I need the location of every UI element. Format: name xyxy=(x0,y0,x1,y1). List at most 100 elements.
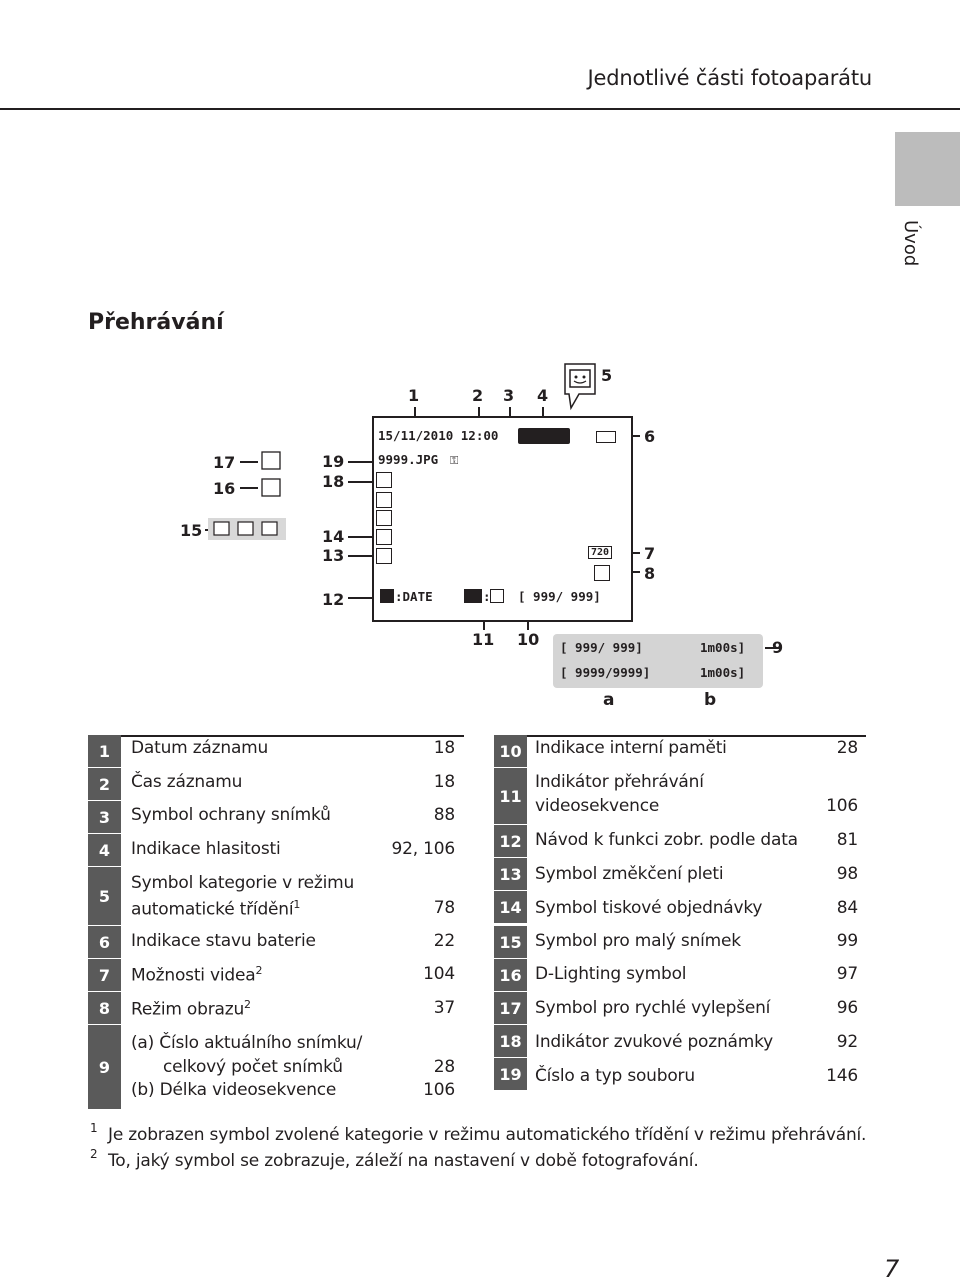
label-a: a xyxy=(603,690,615,710)
legend-page: 106 xyxy=(423,1080,455,1100)
legend-num-1: 1 xyxy=(88,735,121,767)
battery-icon xyxy=(596,431,616,443)
page-header-title: Jednotlivé části fotoaparátu xyxy=(587,66,873,90)
legend-num-2: 2 xyxy=(88,768,121,800)
callout-13: 13 xyxy=(322,546,345,565)
legend-num-6: 6 xyxy=(88,926,121,958)
legend-item-5-line1: Symbol kategorie v režimu xyxy=(131,873,355,893)
legend-text: Symbol změkčení pleti xyxy=(535,864,724,884)
legend-item-9-line1: (a) Číslo aktuálního snímku/ xyxy=(131,1033,363,1053)
legend-num-5: 5 xyxy=(88,867,121,925)
callout-1: 1 xyxy=(408,386,420,405)
legend-page: 106 xyxy=(826,796,858,816)
chapter-tab-label: Úvod xyxy=(897,218,923,278)
footnote-1: Je zobrazen symbol zvolené kategorie v r… xyxy=(108,1125,867,1145)
callout-11: 11 xyxy=(472,630,495,649)
legend-num-10: 10 xyxy=(494,735,527,767)
screen-counter: [ 999/ 999] xyxy=(518,589,601,604)
legend-num-15: 15 xyxy=(494,926,527,958)
callout-3: 3 xyxy=(503,386,515,405)
legend-page: 97 xyxy=(836,964,858,984)
ok-icon xyxy=(464,589,482,603)
screen-ok-mode: : xyxy=(483,589,491,604)
callout-14: 14 xyxy=(322,527,345,546)
legend-text: (b) Délka videosekvence xyxy=(131,1080,337,1100)
legend-num-14: 14 xyxy=(494,891,527,923)
box-a-line1: [ 999/ 999] xyxy=(560,640,643,655)
box-b-line2: 1m00s] xyxy=(700,665,746,680)
legend-page: 99 xyxy=(836,931,858,951)
callout-19: 19 xyxy=(322,452,345,471)
legend-text: Symbol pro malý snímek xyxy=(535,931,741,951)
legend-page: 96 xyxy=(836,998,858,1018)
key-protect-icon: ⚿ xyxy=(450,454,459,467)
legend-page: 92, 106 xyxy=(391,839,456,859)
legend-page: 81 xyxy=(836,830,858,850)
callout-12: 12 xyxy=(322,590,345,609)
legend-page: 28 xyxy=(836,738,858,758)
legend-item-11-line1: Indikátor přehrávání xyxy=(535,772,704,792)
chapter-tab-text: Úvod xyxy=(900,220,921,267)
legend-text: Datum záznamu xyxy=(131,738,269,758)
footnote-ref: 2 xyxy=(244,998,251,1011)
legend-num-8: 8 xyxy=(88,992,121,1024)
screen-date-mode: :DATE xyxy=(395,589,433,604)
legend-page: 78 xyxy=(433,898,455,918)
legend-text: D-Lighting symbol xyxy=(535,964,687,984)
callout-18: 18 xyxy=(322,472,345,491)
legend-num-3: 3 xyxy=(88,801,121,833)
legend-num-7: 7 xyxy=(88,959,121,991)
footnote-mark-1: 1 xyxy=(90,1121,98,1135)
callout-4: 4 xyxy=(537,386,549,405)
callout-17: 17 xyxy=(213,453,236,472)
legend-text: Číslo a typ souboru xyxy=(535,1066,695,1086)
legend-item-2: Čas záznamu 18 xyxy=(131,772,455,792)
callout-16: 16 xyxy=(213,479,236,498)
chapter-tab xyxy=(895,132,960,206)
legend-item-10: Indikace interní paměti 28 xyxy=(535,738,858,758)
footnote-2: To, jaký symbol se zobrazuje, záleží na … xyxy=(108,1151,699,1171)
label-b: b xyxy=(704,690,717,710)
legend-text: Čas záznamu xyxy=(131,772,243,792)
screen-filename: 9999.JPG xyxy=(378,452,439,467)
legend-text: Symbol pro rychlé vylepšení xyxy=(535,998,771,1018)
d-lighting-icon xyxy=(376,492,392,508)
callout-6: 6 xyxy=(644,427,656,446)
legend-num-13: 13 xyxy=(494,858,527,890)
legend-page: 18 xyxy=(433,772,455,792)
legend-num-11: 11 xyxy=(494,768,527,824)
legend-num-16: 16 xyxy=(494,959,527,991)
footnote-mark-2: 2 xyxy=(90,1147,98,1161)
legend-page: 18 xyxy=(433,738,455,758)
legend-text: videosekvence xyxy=(535,796,660,816)
date-mode-w-icon xyxy=(380,589,394,603)
volume-icon xyxy=(518,428,570,444)
callout-lines xyxy=(205,363,780,688)
legend-right-top-rule xyxy=(494,735,866,737)
legend-page: 98 xyxy=(836,864,858,884)
legend-num-17: 17 xyxy=(494,992,527,1024)
legend-item-11-line2: videosekvence 106 xyxy=(535,796,858,816)
legend-item-13: Symbol změkčení pleti 98 xyxy=(535,864,858,884)
page-number: 7 xyxy=(884,1255,900,1283)
legend-page: 104 xyxy=(423,964,455,984)
legend-item-17: Symbol pro rychlé vylepšení 96 xyxy=(535,998,858,1018)
legend-text: Indikace interní paměti xyxy=(535,738,727,758)
box-b-line1: 1m00s] xyxy=(700,640,746,655)
camera-screen xyxy=(372,416,633,622)
legend-text: celkový počet snímků xyxy=(163,1057,343,1077)
legend-page: 37 xyxy=(433,998,455,1018)
legend-item-9-line3: (b) Délka videosekvence 106 xyxy=(131,1080,455,1100)
legend-item-15: Symbol pro malý snímek 99 xyxy=(535,931,858,951)
